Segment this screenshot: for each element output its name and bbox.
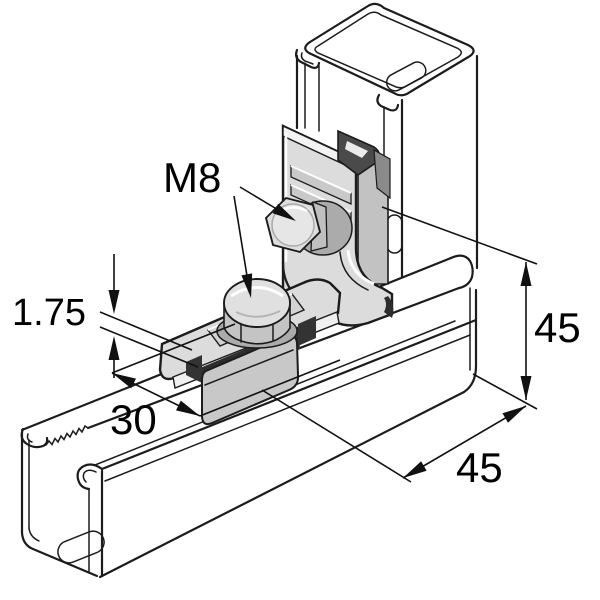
m8-label: M8	[163, 154, 221, 201]
channel-back-hook-inner	[26, 433, 33, 443]
bracket-foot-shadow	[384, 296, 394, 318]
channel-left-flange-face	[296, 52, 322, 132]
channel-side-slot-hole	[57, 530, 105, 564]
width-label: 30	[110, 396, 157, 443]
height-extension-upper	[381, 206, 538, 265]
m8-leader-arrow-lower	[241, 273, 253, 298]
channel-end-bottom-corner	[462, 364, 478, 394]
width-arrow-left	[112, 373, 136, 389]
channel-silhouette	[22, 256, 476, 580]
bracket-hook-tab-highlight	[345, 141, 368, 158]
bracket-hook-tab-side	[373, 148, 391, 200]
height-label: 45	[534, 304, 581, 351]
dimension-thickness-175: 1.75	[12, 254, 199, 378]
channel-front-bottom-edge	[98, 390, 466, 579]
channel-left-lip-hook-inner	[300, 52, 314, 65]
depth-extension-left	[261, 389, 412, 483]
slot-shadow-left	[186, 355, 202, 383]
dimension-depth-45: 45	[261, 389, 527, 491]
thickness-label: 1.75	[12, 292, 86, 334]
dimension-height-45: 45	[381, 206, 581, 410]
channel-front-lip-hook	[376, 93, 400, 112]
bracket-rib-upper-highlight	[290, 165, 352, 194]
m8-leader-arrow-upper	[272, 203, 296, 221]
depth-arrow-left	[403, 461, 427, 478]
vertical-strut-channel	[295, 2, 479, 308]
channel-inner-slot-hole	[385, 61, 427, 92]
width-arrow-right	[176, 400, 200, 416]
channel-lip-return-line	[104, 334, 471, 482]
channel-front-hook	[76, 463, 104, 491]
bracket-elbow-inner-curve	[339, 251, 369, 291]
width-extension-upper	[111, 323, 236, 374]
thickness-extension-lower	[99, 326, 199, 368]
width-extension-lower	[199, 359, 341, 417]
depth-arrow-right	[502, 406, 526, 423]
channel-front-hook-inner	[82, 469, 97, 483]
channel-left-lip-hook	[295, 48, 321, 69]
slide-nut-groove	[204, 349, 294, 386]
height-extension-lower	[472, 373, 538, 410]
break-line-serration	[45, 424, 89, 446]
hex-bolt-vertical	[216, 278, 298, 349]
channel-left-bottom-inner	[28, 527, 40, 542]
slot-shadow-right	[298, 316, 316, 346]
thickness-arrow-up	[108, 336, 120, 360]
height-arrow-down	[520, 376, 532, 400]
hex-head-sheen	[230, 286, 284, 298]
channel-front-right-face	[402, 50, 477, 308]
channel-rim-outer	[304, 2, 475, 97]
channel-front-top-edge	[100, 318, 478, 471]
dimension-width-30: 30	[110, 323, 341, 443]
channel-rim-inner	[314, 11, 462, 89]
bracket-elbow-highlight	[346, 249, 375, 286]
hex-head-shade	[235, 310, 281, 318]
channel-end-cap	[449, 254, 474, 290]
height-arrow-up	[520, 262, 532, 286]
thickness-arrow-down	[108, 290, 120, 314]
dimension-m8: M8	[163, 154, 296, 298]
channel-left-bottom-edge	[20, 531, 99, 578]
depth-label: 45	[456, 444, 503, 491]
thickness-extension-upper	[99, 311, 193, 351]
